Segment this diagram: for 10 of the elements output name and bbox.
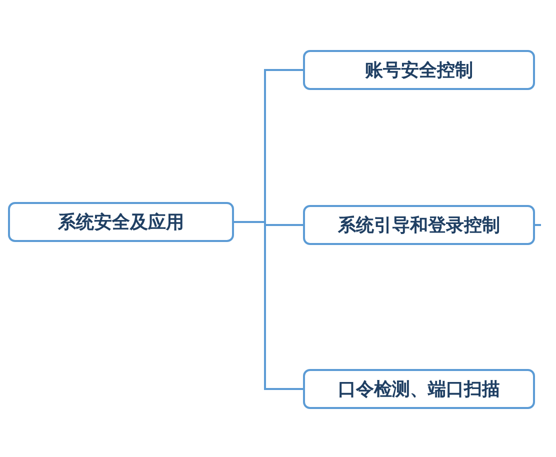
subtopic-box: [303, 205, 535, 245]
topic-label: 系统安全及应用: [58, 211, 184, 234]
subtopic-box: [303, 50, 535, 90]
topic-label: 账号安全控制: [365, 59, 473, 82]
connector-line: [234, 221, 303, 390]
topic-label: 系统引导和登录控制: [338, 214, 500, 237]
root-topic-box: [8, 202, 234, 242]
topic-label: 口令检测、端口扫描: [338, 378, 500, 401]
subtopic-box: [303, 369, 535, 409]
connector-line: [535, 224, 541, 226]
